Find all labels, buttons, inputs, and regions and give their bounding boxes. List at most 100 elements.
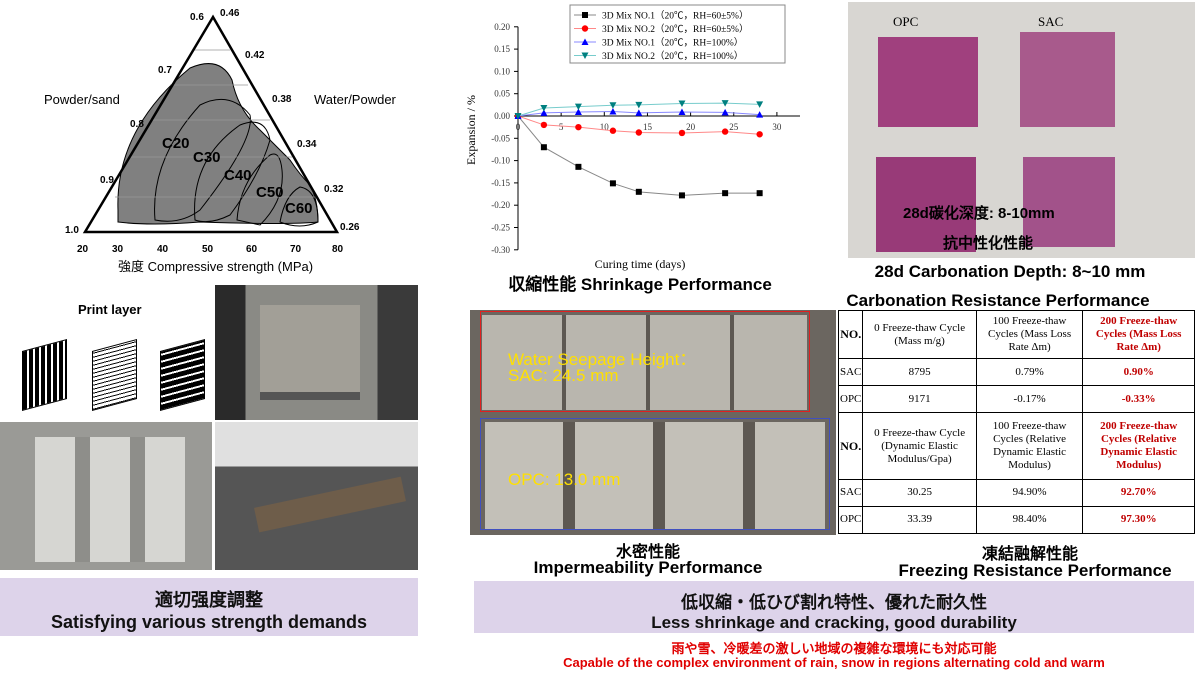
left-axis-label: Powder/sand [44,92,120,107]
table-cell: 30.25 [862,478,977,507]
data-point [678,192,685,199]
data-point [721,100,729,107]
carbonation-depth: 28d Carbonation Depth: 8~10 mm [874,262,1146,281]
data-point [635,129,643,136]
freeze-thaw-table: NO. 0 Freeze-thaw Cycle (Mass m/g)100 Fre… [837,309,1195,535]
data-point [609,102,617,109]
series-line [517,102,760,117]
banner-mid-jp: 低収縮・低ひび割れ特性、優れた耐久性 [681,593,987,612]
region-label: C50 [256,184,284,201]
legend-marker [581,25,589,32]
right-tick: 0.32 [324,184,344,195]
bottom-tick: 50 [202,244,214,255]
freeze-caption-jp: 凍結融解性能 [981,546,1078,563]
table-cell: 200 Freeze-thaw Cycles (Mass Loss Rate Δ… [1082,309,1195,360]
table-cell: 92.70% [1082,478,1195,507]
legend-label: 3D Mix NO.2（20℃，RH=60±5%） [602,23,748,35]
right-tick: 0.46 [220,8,240,19]
left-tick: 0.8 [130,119,144,130]
impermeability-photo: Water Seepage Height： SAC: 24.5 mm OPC: … [470,310,836,535]
series-line [517,115,760,135]
data-point [574,103,582,111]
table-cell: SAC [837,478,864,507]
table-cell: 0 Freeze-thaw Cycle (Mass m/g) [862,309,977,360]
table-cell: OPC [837,385,864,414]
sac-seepage-value: SAC: 24.5 mm [508,366,619,385]
right-axis-label: Water/Powder [314,92,397,107]
region-label: C60 [285,200,313,217]
footer-en: Capable of the complex environment of ra… [563,655,1105,670]
y-tick-label: 0.00 [494,111,510,121]
carbonation-photo: OPC SAC 28d碳化深度: 8-10mm 抗中性化性能 [848,2,1195,258]
data-point [721,128,729,135]
series-line [517,111,760,117]
table-cell: 9171 [862,385,977,414]
carbonation-overlay-title: 抗中性化性能 [943,235,1034,252]
table-cell: 0 Freeze-thaw Cycle (Dynamic Elastic Mod… [862,412,977,480]
legend-box [569,4,786,64]
left-tick: 0.6 [190,12,204,23]
data-point [609,180,616,187]
y-tick-label: -0.20 [491,200,510,210]
x-tick-label: 15 [643,122,653,132]
bottom-tick: 70 [290,244,302,255]
table-cell: 0.90% [1082,358,1195,387]
table-cell: 8795 [862,358,977,387]
table-cell: SAC [837,358,864,387]
x-tick-label: 10 [600,122,610,132]
table-cell: -0.17% [975,385,1084,414]
data-point [540,109,548,116]
x-tick-label: 5 [559,122,564,132]
legend-marker [581,52,589,59]
table-row: NO.0 Freeze-thaw Cycle (Mass m/g)100 Fre… [837,309,1195,360]
region-label: C40 [224,167,252,184]
y-tick-label: 0.15 [494,44,510,54]
data-point [678,100,686,108]
right-tick: 0.38 [272,94,292,105]
right-tick: 0.26 [340,222,360,233]
x-tick-label: 30 [772,122,782,132]
right-tick: 0.34 [297,139,317,150]
compression-test-photo [215,285,418,420]
data-point [540,121,548,129]
legend-marker [582,12,588,18]
bottom-tick: 40 [157,244,169,255]
y-tick-label: -0.25 [491,223,510,233]
table-cell: -0.33% [1082,385,1195,414]
table-cell: 100 Freeze-thaw Cycles (Mass Loss Rate Δ… [975,309,1084,360]
table-cell: 98.40% [975,505,1084,535]
x-axis-label: Curing time (days) [595,257,686,271]
data-point [721,108,729,116]
y-axis-label: Expansion / % [464,95,478,165]
table-cell: 200 Freeze-thaw Cycles (Relative Dynamic… [1082,412,1195,480]
region-label: C30 [193,149,221,166]
table-cell: OPC [837,505,864,535]
data-point [756,131,763,138]
bottom-tick: 30 [112,244,124,255]
y-tick-label: 0.05 [494,89,510,99]
data-point [635,188,642,195]
data-point [575,163,582,170]
left-tick: 1.0 [65,225,79,236]
durability-banner: 低収縮・低ひび割れ特性、優れた耐久性 Less shrinkage and cr… [474,581,1194,633]
legend-label: 3D Mix NO.1（20℃，RH=60±5%） [602,10,748,22]
banner-title-jp: 適切强度調整 [155,590,263,610]
legend-label: 3D Mix NO.1（20℃，RH=100%） [602,37,743,49]
print-layer-label: Print layer [78,302,142,317]
data-point [609,127,617,134]
opc-seepage-value: OPC: 13.0 mm [508,470,621,489]
bottom-tick: 20 [77,244,89,255]
y-tick-label: 0.20 [494,22,510,32]
legend-label: 3D Mix NO.2（20℃，RH=100%） [602,50,743,62]
data-point [540,104,548,112]
x-tick-label: 20 [686,122,696,132]
table-header-cell: NO. [837,412,864,480]
data-point [574,108,582,115]
table-cell: 97.30% [1082,505,1195,535]
bottom-tick: 80 [332,244,344,255]
